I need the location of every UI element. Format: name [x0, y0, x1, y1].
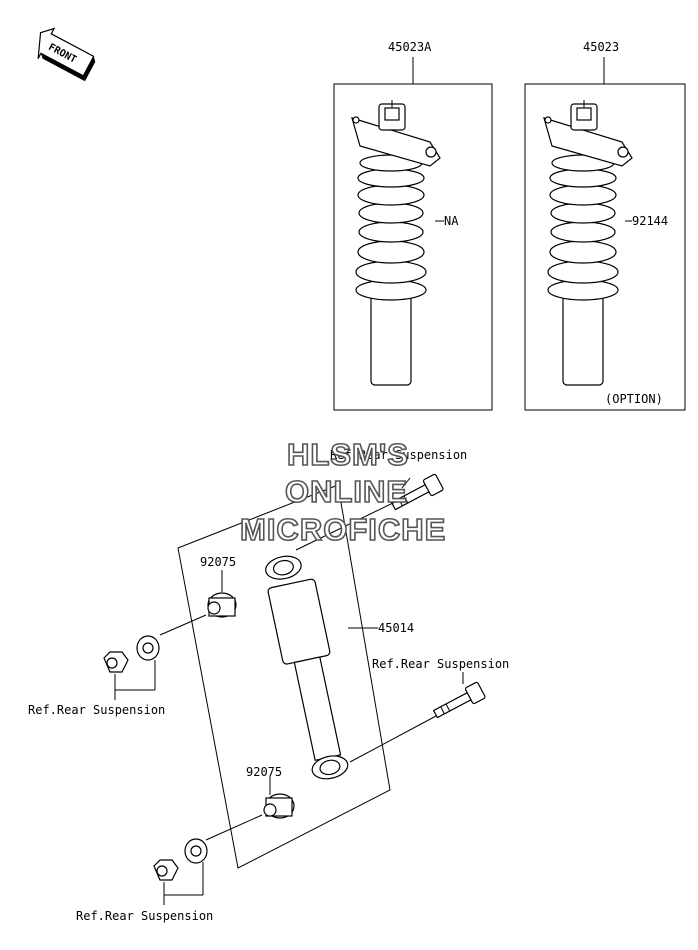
spring-coils-a	[355, 154, 427, 301]
ref-label-bottom: Ref.Rear Suspension	[76, 909, 213, 923]
callout-45023a: 45023A	[388, 40, 432, 54]
nut-bottom	[153, 859, 179, 881]
top-bolt	[390, 473, 444, 511]
callout-92144: 92144	[632, 214, 668, 228]
washer-top	[136, 635, 160, 661]
right-bolt	[432, 681, 486, 719]
callout-45023: 45023	[583, 40, 619, 54]
nut-top	[103, 651, 129, 673]
washer-bottom	[184, 838, 208, 864]
ref-label-top: Ref.Rear Suspension	[330, 448, 467, 462]
shock-group-outline	[177, 484, 391, 869]
callout-92075-top: 92075	[200, 555, 236, 569]
front-arrow-icon: FRONT	[37, 27, 96, 82]
shock-absorber-45014	[265, 555, 349, 780]
callout-45014: 45014	[378, 621, 414, 635]
watermark-line1: HLSM'S	[287, 437, 409, 472]
assembly-45023a	[333, 57, 493, 411]
watermark-line2: ONLINE	[285, 474, 408, 509]
watermark-line3: MICROFICHE	[240, 512, 446, 547]
callout-option: (OPTION)	[605, 392, 663, 406]
ref-label-left: Ref.Rear Suspension	[28, 703, 165, 717]
bushing-bottom	[263, 793, 295, 819]
bushing-top	[207, 592, 237, 618]
watermark: HLSM'S ONLINE MICROFICHE	[239, 436, 446, 548]
assembly-45023	[524, 57, 686, 411]
ref-label-right: Ref.Rear Suspension	[372, 657, 509, 671]
spring-coils-b	[547, 154, 619, 301]
callout-92075-bottom: 92075	[246, 765, 282, 779]
callout-na: NA	[444, 214, 459, 228]
